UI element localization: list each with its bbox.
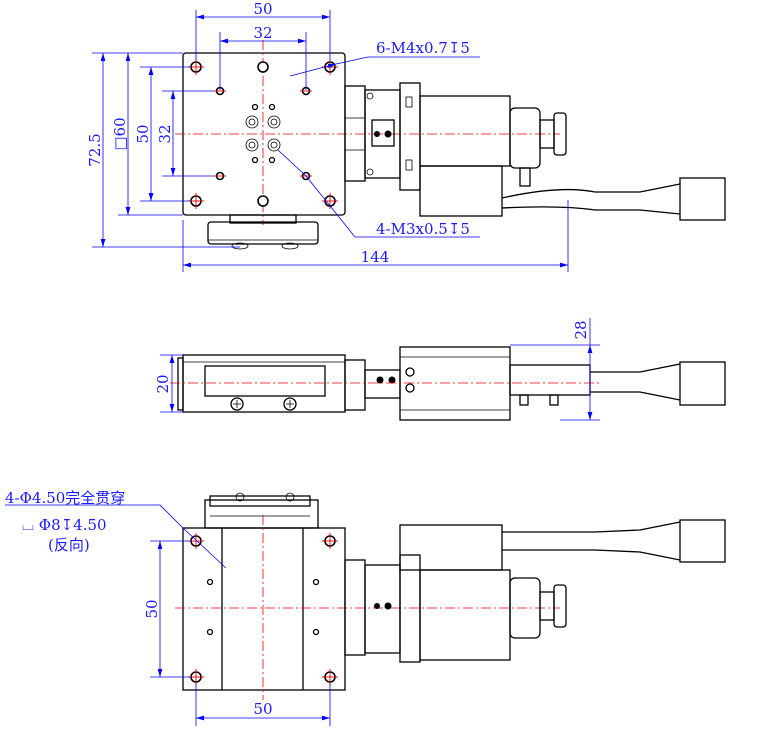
dim-motor-height: 28 — [572, 320, 590, 339]
dim-height-32: 32 — [156, 124, 174, 143]
dim-top-50: 50 — [253, 0, 272, 18]
dim-bottom-vertical: 50 — [143, 599, 161, 618]
callout-m4-holes: 6-M4x0.7↧5 — [376, 39, 470, 57]
top-view: 50 32 144 72.5 □60 50 32 6-M4x0.7↧5 4-M3… — [86, 0, 726, 272]
side-view: 20 28 — [154, 318, 726, 421]
callout-counterbore: ⌴ Φ8↧4.50 — [22, 516, 107, 534]
top-dimensions — [92, 10, 569, 272]
callout-reverse: (反向) — [48, 536, 90, 554]
dim-square: □60 — [111, 117, 129, 150]
dim-thickness: 20 — [154, 374, 172, 393]
dim-height-total: 72.5 — [86, 133, 104, 166]
mounting-holes — [188, 59, 338, 209]
dim-total-length: 144 — [361, 248, 390, 266]
dim-height-50: 50 — [134, 124, 152, 143]
motor-assembly — [344, 82, 726, 221]
dim-bottom-horizontal: 50 — [253, 700, 272, 718]
callout-through-holes: 4-Φ4.50完全贯穿 — [5, 489, 125, 507]
dim-top-32: 32 — [253, 24, 272, 42]
knob-bracket — [207, 214, 319, 250]
bottom-view: 50 50 4-Φ4.50完全贯穿 ⌴ Φ8↧4.50 (反向) — [5, 489, 726, 726]
callout-m3-holes: 4-M3x0.5↧5 — [376, 220, 470, 238]
